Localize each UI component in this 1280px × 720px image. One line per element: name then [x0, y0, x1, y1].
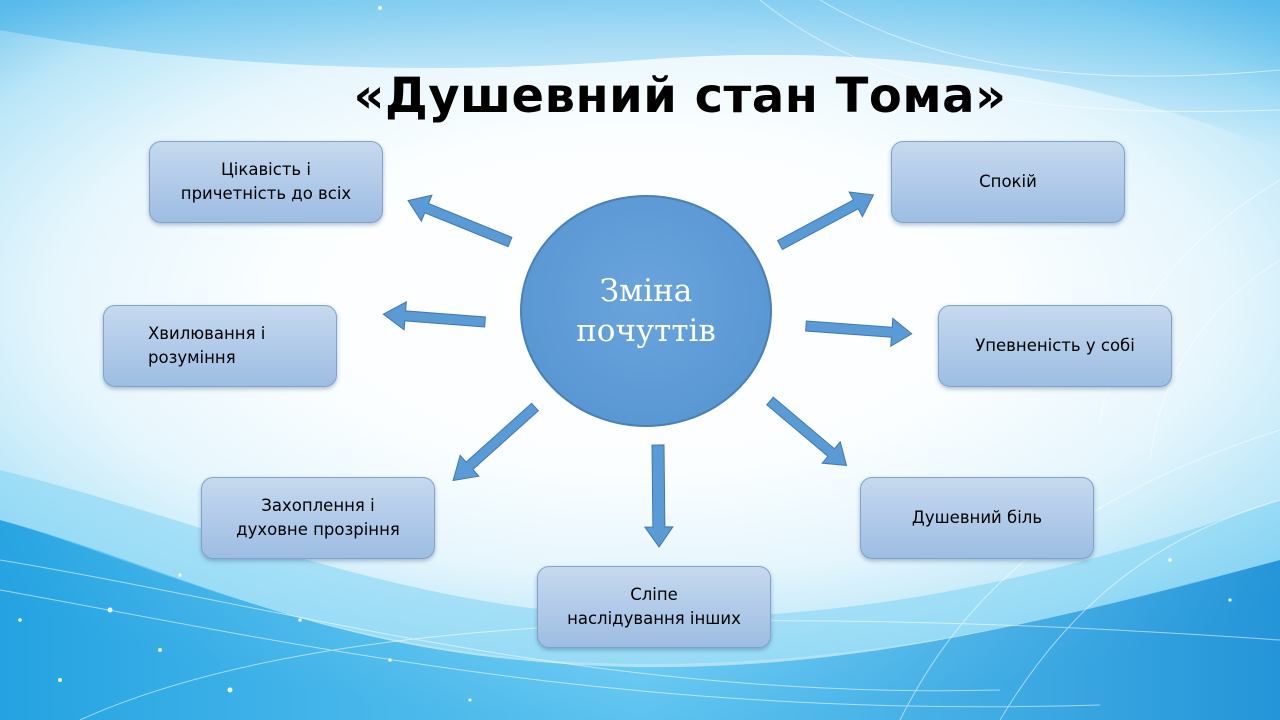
arrow-bottom [643, 444, 674, 548]
arrow-bottom-right [766, 396, 848, 466]
node-bottom-left: Захоплення і духовне прозріння [201, 477, 435, 559]
node-top-right-label: Спокій [979, 172, 1037, 191]
node-mid-right-label: Упевненість у собі [975, 336, 1135, 355]
node-mid-left-label: Хвилювання і розуміння [148, 324, 266, 367]
node-bottom-right: Душевний біль [860, 477, 1094, 559]
center-node-label: Зміна почуттів [576, 273, 716, 349]
node-bottom-label: Сліпе наслідування інших [567, 585, 741, 628]
arrow-top-left [407, 194, 513, 248]
node-top-right: Спокій [891, 141, 1125, 223]
node-bottom-right-label: Душевний біль [911, 508, 1043, 527]
node-top-left-label: Цікавість і причетність до всіх [180, 160, 352, 203]
slide-title: «Душевний стан Тома» [353, 68, 1007, 124]
node-top-left: Цікавість і причетність до всіх [149, 141, 383, 223]
center-node: Зміна почуттів [520, 195, 772, 427]
node-mid-right: Упевненість у собі [938, 305, 1172, 387]
arrow-mid-right [805, 317, 913, 348]
node-bottom-left-label: Захоплення і духовне прозріння [236, 496, 400, 539]
node-mid-left: Хвилювання і розуміння [103, 305, 337, 387]
node-bottom: Сліпе наслідування інших [537, 566, 771, 648]
arrow-bottom-left [452, 402, 540, 482]
arrow-mid-left [382, 301, 486, 331]
arrow-top-right [776, 191, 875, 251]
